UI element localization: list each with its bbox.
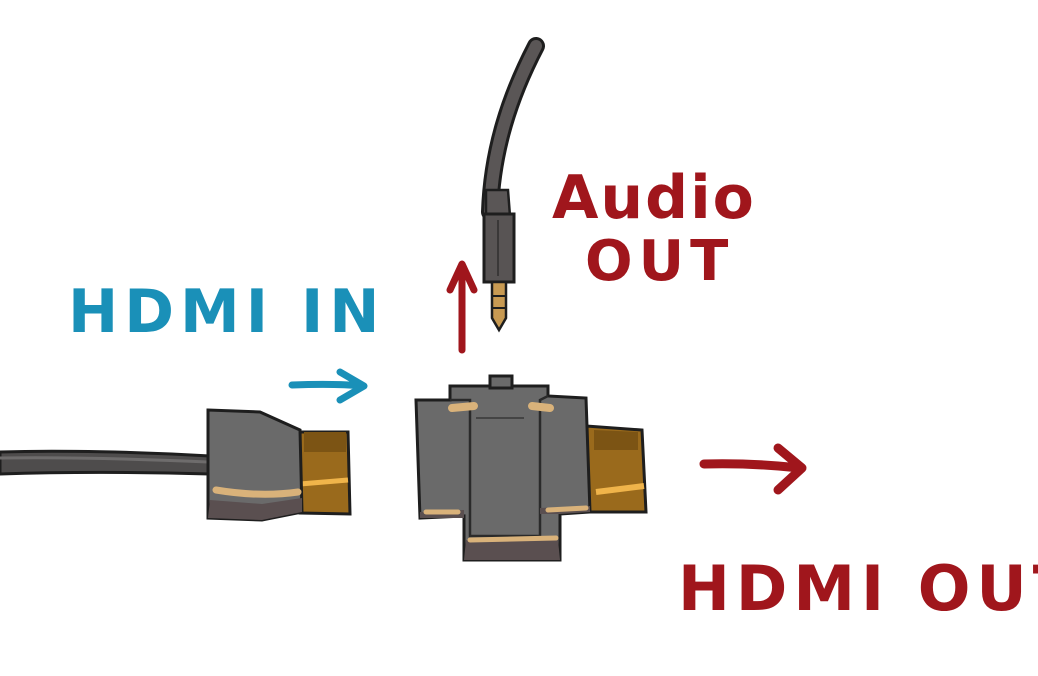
hdmi-adapter-icon — [414, 374, 648, 562]
hdmi-in-cable-icon — [0, 408, 352, 522]
audio-out-label-line1: Audio — [552, 163, 756, 233]
hdmi-out-arrow-icon — [699, 443, 807, 495]
audio-out-arrow-icon — [446, 260, 478, 354]
audio-jack-icon — [481, 37, 545, 333]
hdmi-in-arrow-icon — [288, 368, 368, 404]
hdmi-in-label: HDMI IN — [68, 277, 386, 347]
audio-out-label-line2: OUT — [585, 229, 735, 294]
hdmi-out-label: HDMI OUT — [678, 552, 1038, 625]
